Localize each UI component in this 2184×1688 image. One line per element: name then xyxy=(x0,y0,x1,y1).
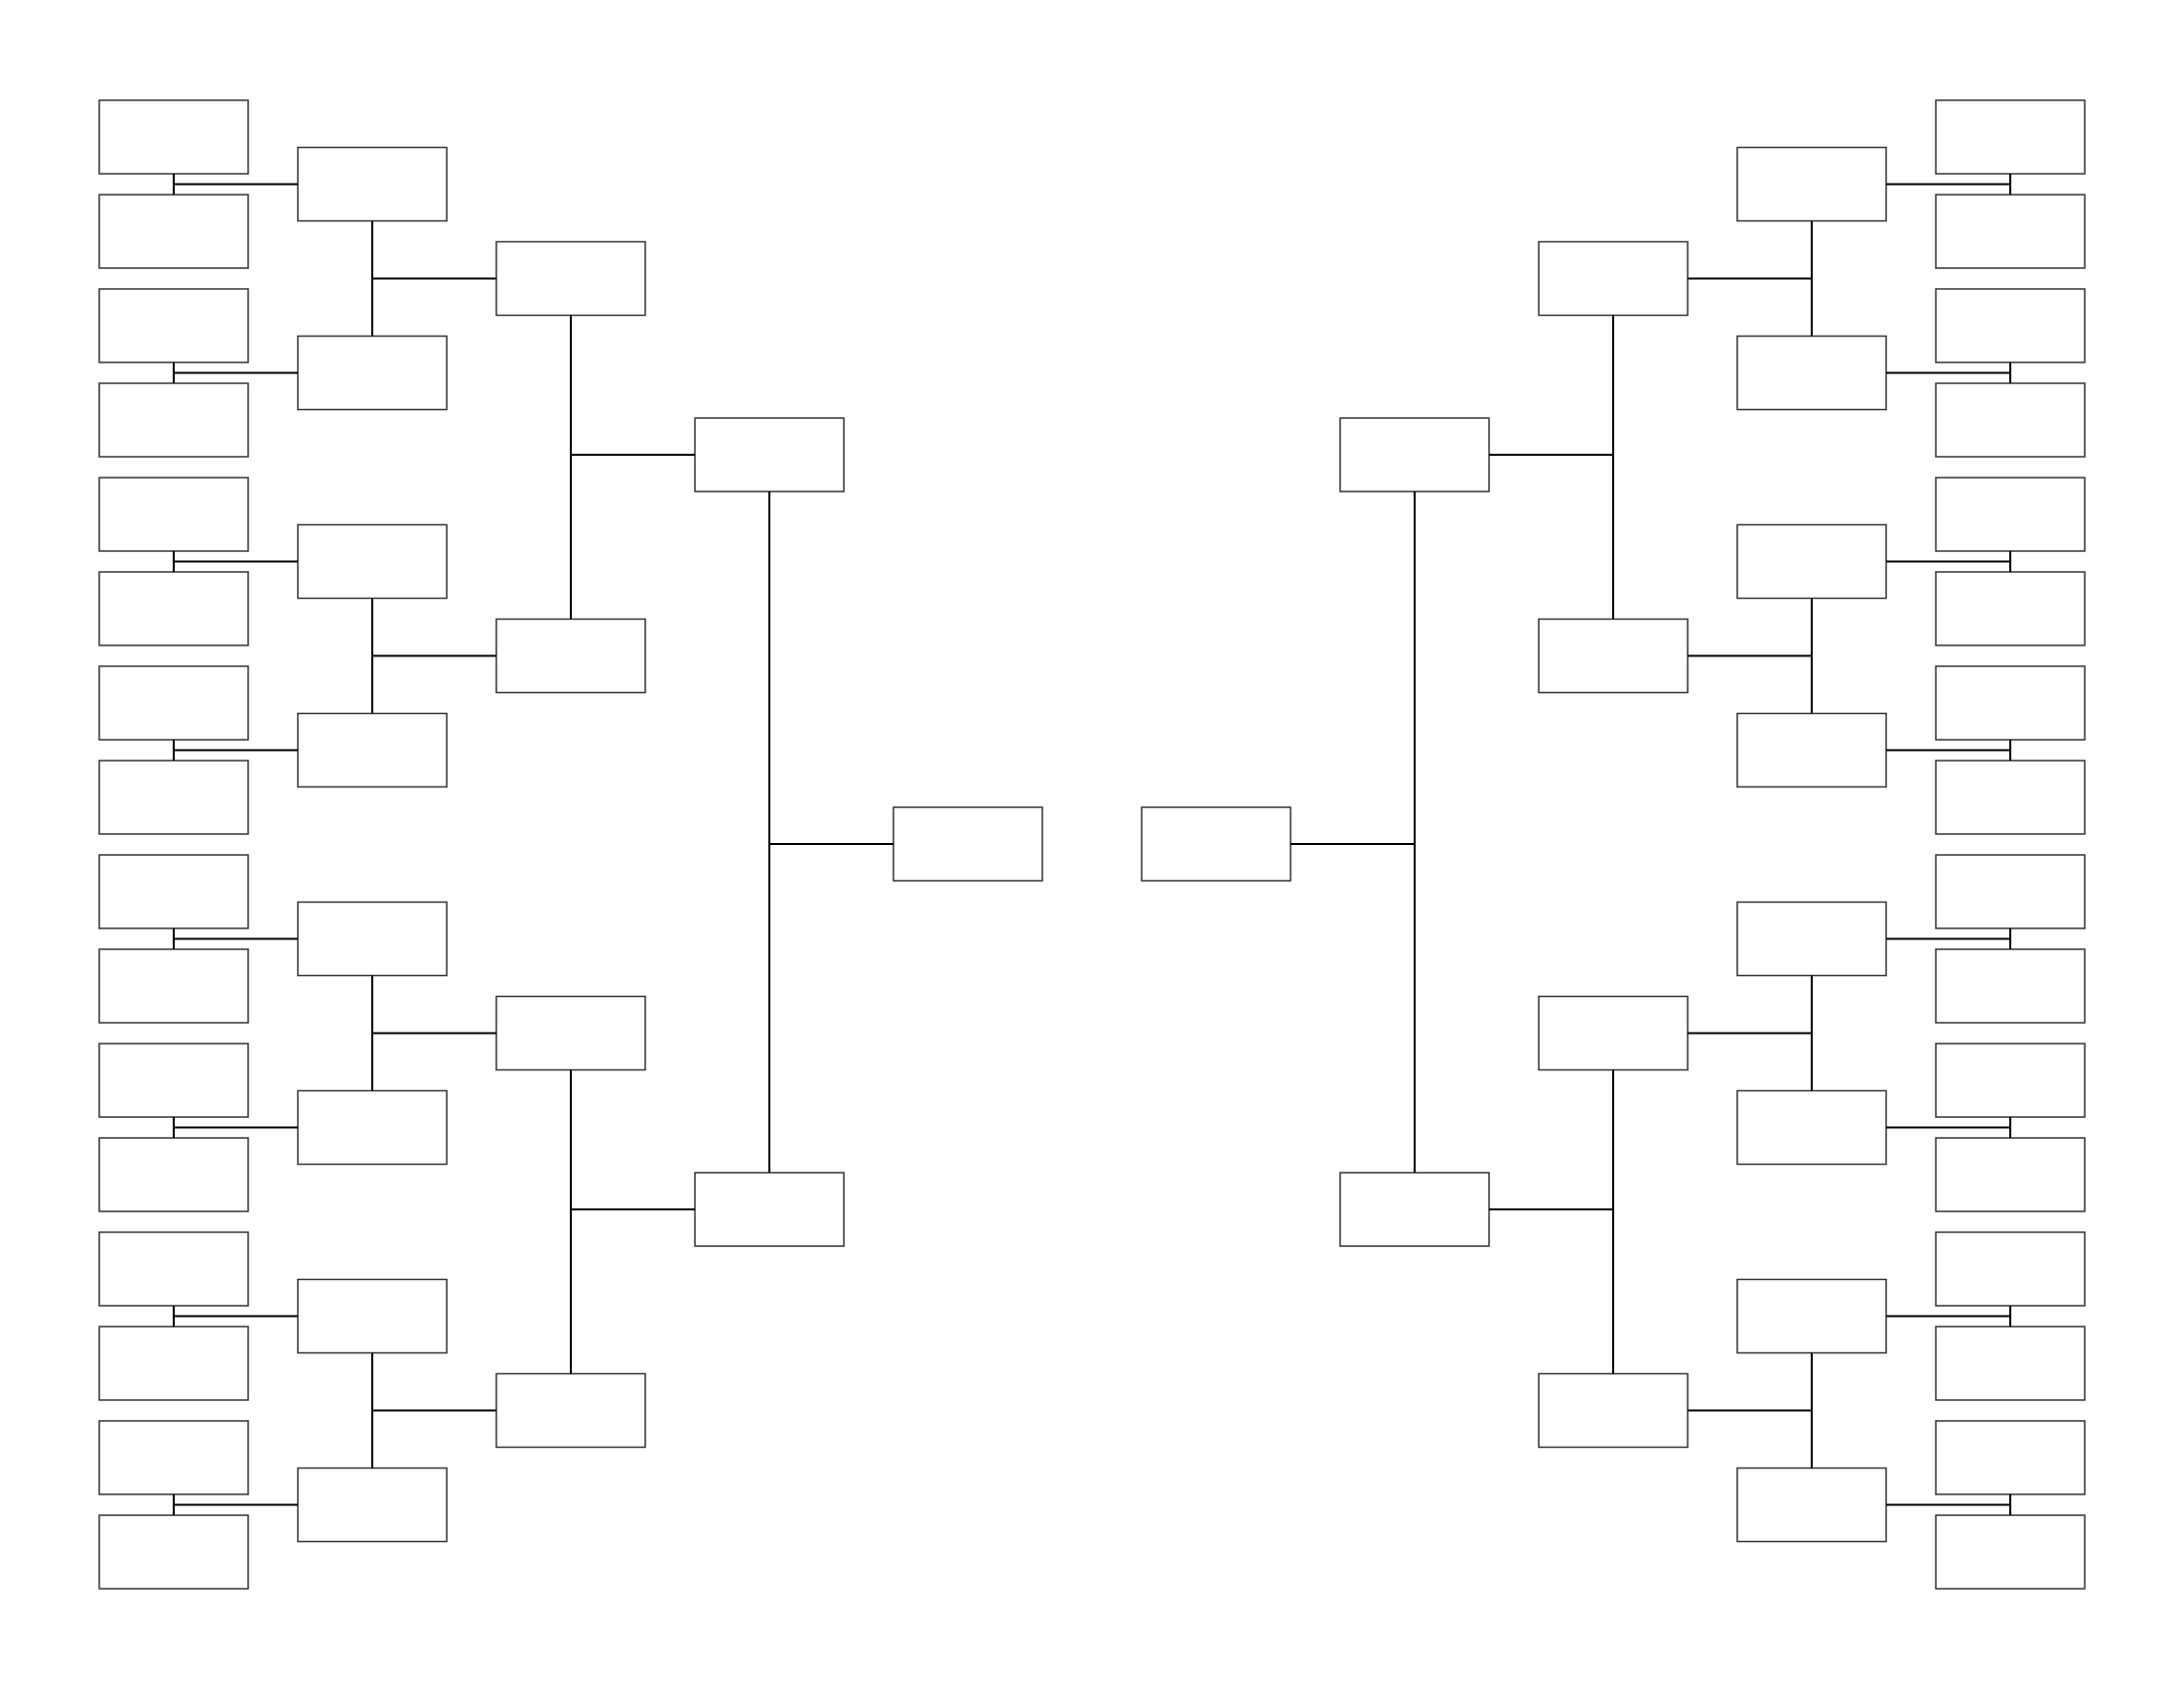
left-round-1-slot-10 xyxy=(98,948,249,1024)
left-round-3-slot-4 xyxy=(495,1372,646,1449)
right-round-1-slot-13 xyxy=(1935,1231,2086,1307)
right-round-3-slot-1 xyxy=(1538,240,1689,317)
left-round-5-slot-1 xyxy=(892,806,1043,882)
right-round-3-slot-4 xyxy=(1538,1372,1689,1449)
right-round-3-slot-2 xyxy=(1538,618,1689,694)
left-round-1-slot-7 xyxy=(98,665,249,741)
right-round-1-slot-6 xyxy=(1935,571,2086,646)
left-round-3-slot-3 xyxy=(495,995,646,1071)
left-round-2-slot-5 xyxy=(297,901,448,977)
right-round-1-slot-5 xyxy=(1935,477,2086,552)
left-round-2-slot-4 xyxy=(297,712,448,788)
left-round-1-slot-16 xyxy=(98,1514,249,1590)
right-round-1-slot-14 xyxy=(1935,1326,2086,1401)
right-round-1-slot-3 xyxy=(1935,288,2086,363)
left-round-2-slot-1 xyxy=(297,146,448,222)
right-round-2-slot-5 xyxy=(1736,901,1887,977)
right-round-2-slot-8 xyxy=(1736,1467,1887,1543)
right-round-5-slot-1 xyxy=(1141,806,1292,882)
left-round-1-slot-5 xyxy=(98,477,249,552)
right-round-3-slot-3 xyxy=(1538,995,1689,1071)
right-round-1-slot-10 xyxy=(1935,948,2086,1024)
left-round-1-slot-14 xyxy=(98,1326,249,1401)
left-round-3-slot-2 xyxy=(495,618,646,694)
left-round-1-slot-1 xyxy=(98,99,249,175)
right-round-2-slot-2 xyxy=(1736,335,1887,411)
left-round-3-slot-1 xyxy=(495,240,646,317)
left-round-1-slot-15 xyxy=(98,1420,249,1495)
right-round-1-slot-12 xyxy=(1935,1137,2086,1212)
right-round-1-slot-2 xyxy=(1935,194,2086,269)
left-round-1-slot-11 xyxy=(98,1043,249,1118)
right-round-2-slot-7 xyxy=(1736,1278,1887,1354)
right-round-1-slot-8 xyxy=(1935,760,2086,835)
left-round-4-slot-1 xyxy=(694,417,845,492)
left-round-1-slot-9 xyxy=(98,854,249,929)
right-round-1-slot-9 xyxy=(1935,854,2086,929)
right-round-4-slot-2 xyxy=(1339,1172,1490,1247)
left-round-2-slot-6 xyxy=(297,1089,448,1166)
right-round-4-slot-1 xyxy=(1339,417,1490,492)
right-round-1-slot-16 xyxy=(1935,1514,2086,1590)
right-round-2-slot-4 xyxy=(1736,712,1887,788)
right-round-2-slot-3 xyxy=(1736,523,1887,600)
left-round-1-slot-13 xyxy=(98,1231,249,1307)
right-round-1-slot-15 xyxy=(1935,1420,2086,1495)
right-round-2-slot-1 xyxy=(1736,146,1887,222)
left-round-1-slot-2 xyxy=(98,194,249,269)
left-round-1-slot-12 xyxy=(98,1137,249,1212)
left-round-1-slot-3 xyxy=(98,288,249,363)
left-round-1-slot-6 xyxy=(98,571,249,646)
left-round-2-slot-3 xyxy=(297,523,448,600)
left-round-1-slot-4 xyxy=(98,382,249,458)
right-round-2-slot-6 xyxy=(1736,1089,1887,1166)
left-round-4-slot-2 xyxy=(694,1172,845,1247)
left-round-2-slot-8 xyxy=(297,1467,448,1543)
left-round-1-slot-8 xyxy=(98,760,249,835)
right-round-1-slot-7 xyxy=(1935,665,2086,741)
left-round-2-slot-2 xyxy=(297,335,448,411)
right-round-1-slot-11 xyxy=(1935,1043,2086,1118)
right-round-1-slot-4 xyxy=(1935,382,2086,458)
right-round-1-slot-1 xyxy=(1935,99,2086,175)
left-round-2-slot-7 xyxy=(297,1278,448,1354)
